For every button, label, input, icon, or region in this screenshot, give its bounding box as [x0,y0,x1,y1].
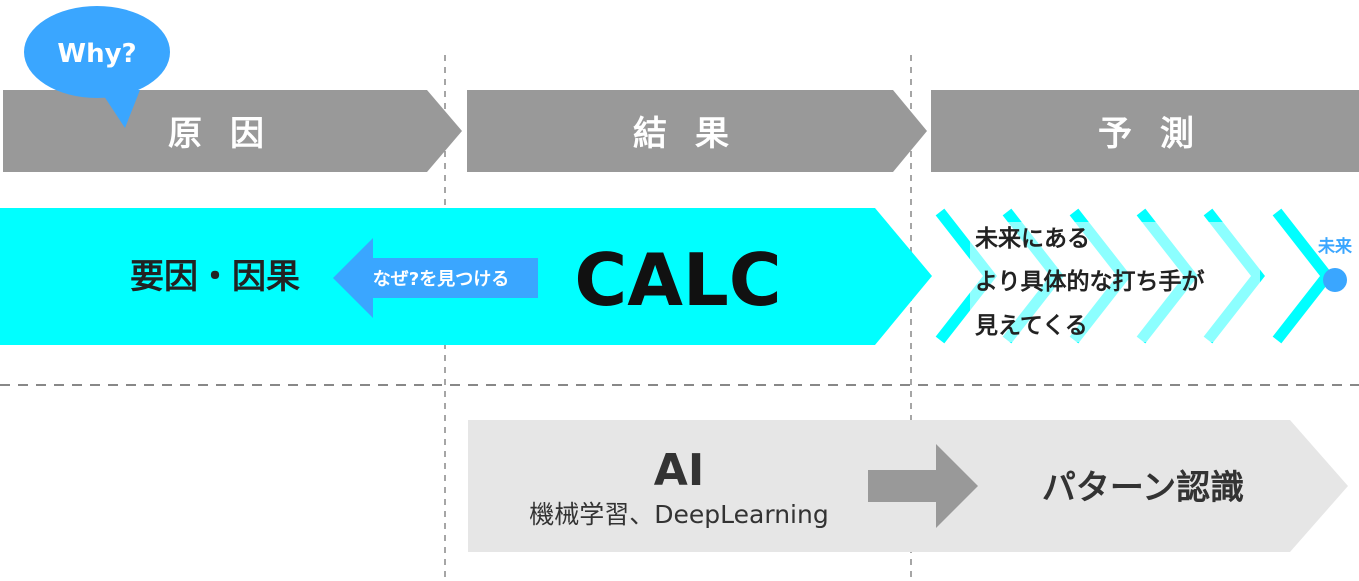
stage-prediction-box [931,90,1359,172]
stage-result: 結果 [467,90,927,172]
calc-label: CALC [574,238,781,322]
stage-prediction: 予測 [931,90,1359,172]
calc-band: 要因・因果 なぜ?を見つける CALC [0,208,932,345]
future-text-backdrop [970,222,1260,342]
find-why-arrow: なぜ?を見つける [333,238,538,318]
why-bubble-label: Why? [57,39,136,69]
stage-result-chevron [467,90,927,172]
future-point-label: 未来 [1317,236,1353,257]
find-why-arrow-shape [333,238,538,318]
why-bubble-body [24,6,170,98]
find-why-label: なぜ?を見つける [373,269,509,290]
ai-to-pattern-arrow [868,444,978,528]
why-bubble-tail [100,90,140,128]
why-bubble: Why? [24,6,170,128]
future-text: 未来にある より具体的な打ち手が 見えてくる [970,222,1260,342]
stage-prediction-label: 予測 [1098,114,1222,154]
future-point-dot [1323,268,1347,292]
stage-result-label: 結果 [633,114,757,154]
future-line-2: より具体的な打ち手が [975,268,1205,295]
future-line-1: 未来にある [975,226,1090,252]
cause-factor-label: 要因・因果 [130,257,300,297]
stage-cause: 原因 [3,90,462,172]
pattern-recognition-label: パターン認識 [1042,468,1244,508]
ml-label: 機械学習、DeepLearning [529,500,828,529]
future-line-3: 見えてくる [975,313,1088,339]
future-chevron [1272,208,1334,344]
ai-band: AI 機械学習、DeepLearning パターン認識 [468,420,1348,552]
stage-cause-label: 原因 [168,114,292,154]
future-point: 未来 [1317,236,1353,292]
ai-label: AI [654,445,704,496]
